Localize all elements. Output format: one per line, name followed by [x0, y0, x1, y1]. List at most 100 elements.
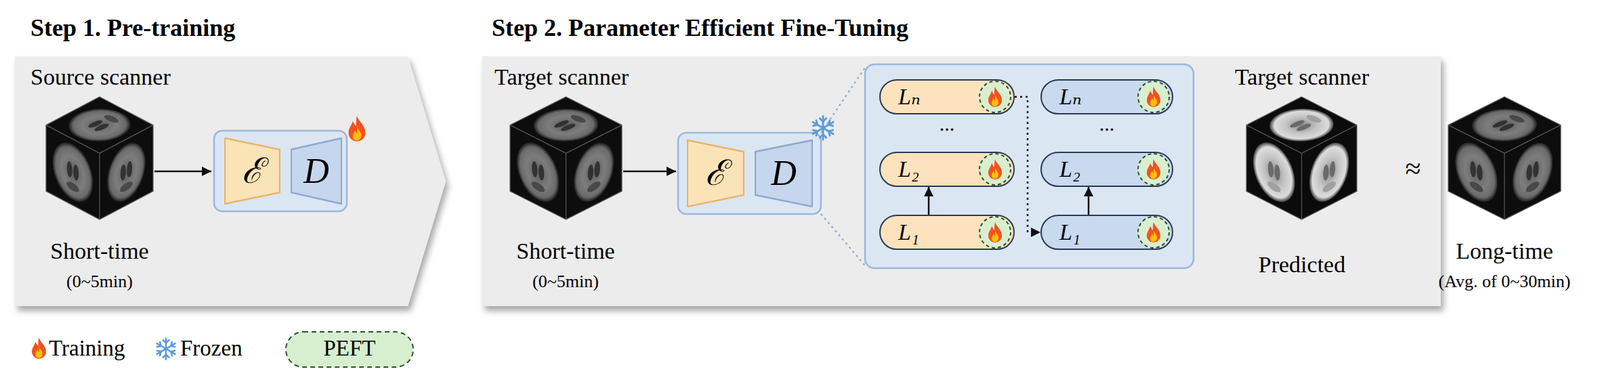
- ventricle: [1274, 163, 1281, 183]
- layer-name: L₁: [1041, 220, 1081, 244]
- brain-detail: [1469, 179, 1484, 195]
- brain-cube: [1246, 96, 1357, 220]
- ventricle: [538, 163, 544, 183]
- layer-name: L₁: [880, 220, 920, 244]
- legend-text: Frozen: [180, 335, 243, 361]
- cube-edge: [1448, 96, 1561, 220]
- training-icon: [988, 86, 1002, 108]
- ventricle: [67, 159, 73, 179]
- peft-module: [1135, 151, 1172, 188]
- brain-detail: [568, 113, 589, 124]
- brain-cube: [1448, 96, 1561, 220]
- peft-module: [976, 214, 1014, 251]
- ventricle: [587, 163, 594, 183]
- training-icon: [988, 159, 1002, 180]
- block-letter: ℰ: [241, 153, 263, 189]
- legend-peft-pill: [285, 331, 414, 368]
- ventricle: [1322, 163, 1329, 183]
- layer-box: L₂: [879, 151, 1015, 187]
- brain-cubes: [46, 96, 1561, 220]
- brain-cube: [46, 96, 154, 220]
- step1-panel: [14, 56, 446, 307]
- ventricle: [1329, 159, 1336, 179]
- brain-detail: [1506, 113, 1527, 124]
- block-letter: D: [303, 153, 330, 189]
- brain-detail: [1322, 179, 1336, 195]
- peft-circle: [979, 153, 1011, 185]
- decoder-block: D: [754, 139, 813, 208]
- caption-label: ...: [1099, 112, 1115, 135]
- caption-label: Source scanner: [30, 64, 171, 90]
- ventricle: [1294, 122, 1314, 133]
- connector: [1087, 186, 1090, 215]
- input-arrow: [623, 170, 677, 173]
- brain-cube: [510, 96, 622, 220]
- brain-slice: [1253, 133, 1296, 211]
- connector: [1014, 96, 1041, 233]
- layer-name: Lₙ: [880, 85, 921, 109]
- caption-label: Target scanner: [1234, 64, 1370, 90]
- layer-name: L₂: [880, 157, 920, 181]
- training-icon: [348, 115, 366, 142]
- legend-text: Training: [48, 335, 125, 361]
- brain-slice: [573, 134, 614, 210]
- cube-edge: [1246, 96, 1357, 220]
- ventricle: [558, 122, 578, 133]
- ventricle: [73, 163, 79, 183]
- caption-label: Target scanner: [494, 64, 629, 90]
- legend-text: PEFT: [323, 335, 376, 361]
- layer-name: Lₙ: [1041, 85, 1082, 109]
- layer-box: Lₙ: [879, 79, 1015, 115]
- ventricle: [1476, 163, 1483, 183]
- trapezoid-outline: [224, 138, 280, 204]
- encoder-block: ℰ: [686, 139, 745, 208]
- brain-detail: [587, 179, 601, 195]
- ventricle: [1497, 122, 1517, 133]
- peft-module: [976, 151, 1014, 188]
- block-letter: ℰ: [705, 155, 727, 192]
- layer-name: L₂: [1041, 157, 1081, 181]
- legend-training-icon: [31, 337, 47, 359]
- caption-label: Short-time: [516, 238, 615, 264]
- peft-circle: [979, 81, 1011, 113]
- ventricle: [594, 159, 601, 179]
- cube-edge: [510, 96, 622, 220]
- brain-detail: [1526, 179, 1540, 195]
- step-title: Step 1. Pre-training: [30, 13, 236, 42]
- ventricle: [1532, 159, 1539, 179]
- zoom-line: [820, 214, 866, 266]
- layer-container: [865, 64, 1194, 269]
- peft-circle: [1138, 216, 1170, 248]
- layer-box: L₁: [1040, 214, 1174, 250]
- frozen-icon: [811, 116, 836, 141]
- brain-detail: [531, 179, 545, 195]
- peft-circle: [979, 216, 1011, 248]
- peft-module: [976, 78, 1014, 116]
- ventricle: [531, 159, 538, 179]
- training-icon: [1146, 159, 1161, 180]
- caption-label: Long-time: [1455, 238, 1554, 264]
- brain-slice: [1512, 134, 1554, 210]
- brain-slice: [107, 134, 146, 210]
- brain-slice: [1455, 133, 1498, 211]
- layer-box: L₂: [1040, 151, 1174, 187]
- brain-detail: [1267, 179, 1281, 195]
- layer-box: Lₙ: [1040, 79, 1174, 115]
- training-icon: [1146, 86, 1161, 108]
- ventricle: [1526, 163, 1532, 183]
- trapezoid-outline: [755, 140, 813, 207]
- zoom-line: [820, 67, 866, 133]
- caption-label: (0~5min): [532, 272, 599, 292]
- training-icon: [988, 222, 1002, 243]
- brain-slice: [52, 133, 93, 211]
- brain-detail: [119, 179, 133, 195]
- step-title: Step 2. Parameter Efficient Fine-Tuning: [491, 13, 909, 42]
- brain-detail: [66, 179, 80, 195]
- encoder-decoder-box: [214, 130, 347, 212]
- brain-slice: [1309, 134, 1350, 210]
- caption-label: ≈: [1404, 153, 1421, 185]
- connector: [928, 186, 931, 215]
- brain-slice: [516, 133, 560, 211]
- input-arrow: [154, 170, 212, 173]
- peft-circle: [1138, 81, 1170, 113]
